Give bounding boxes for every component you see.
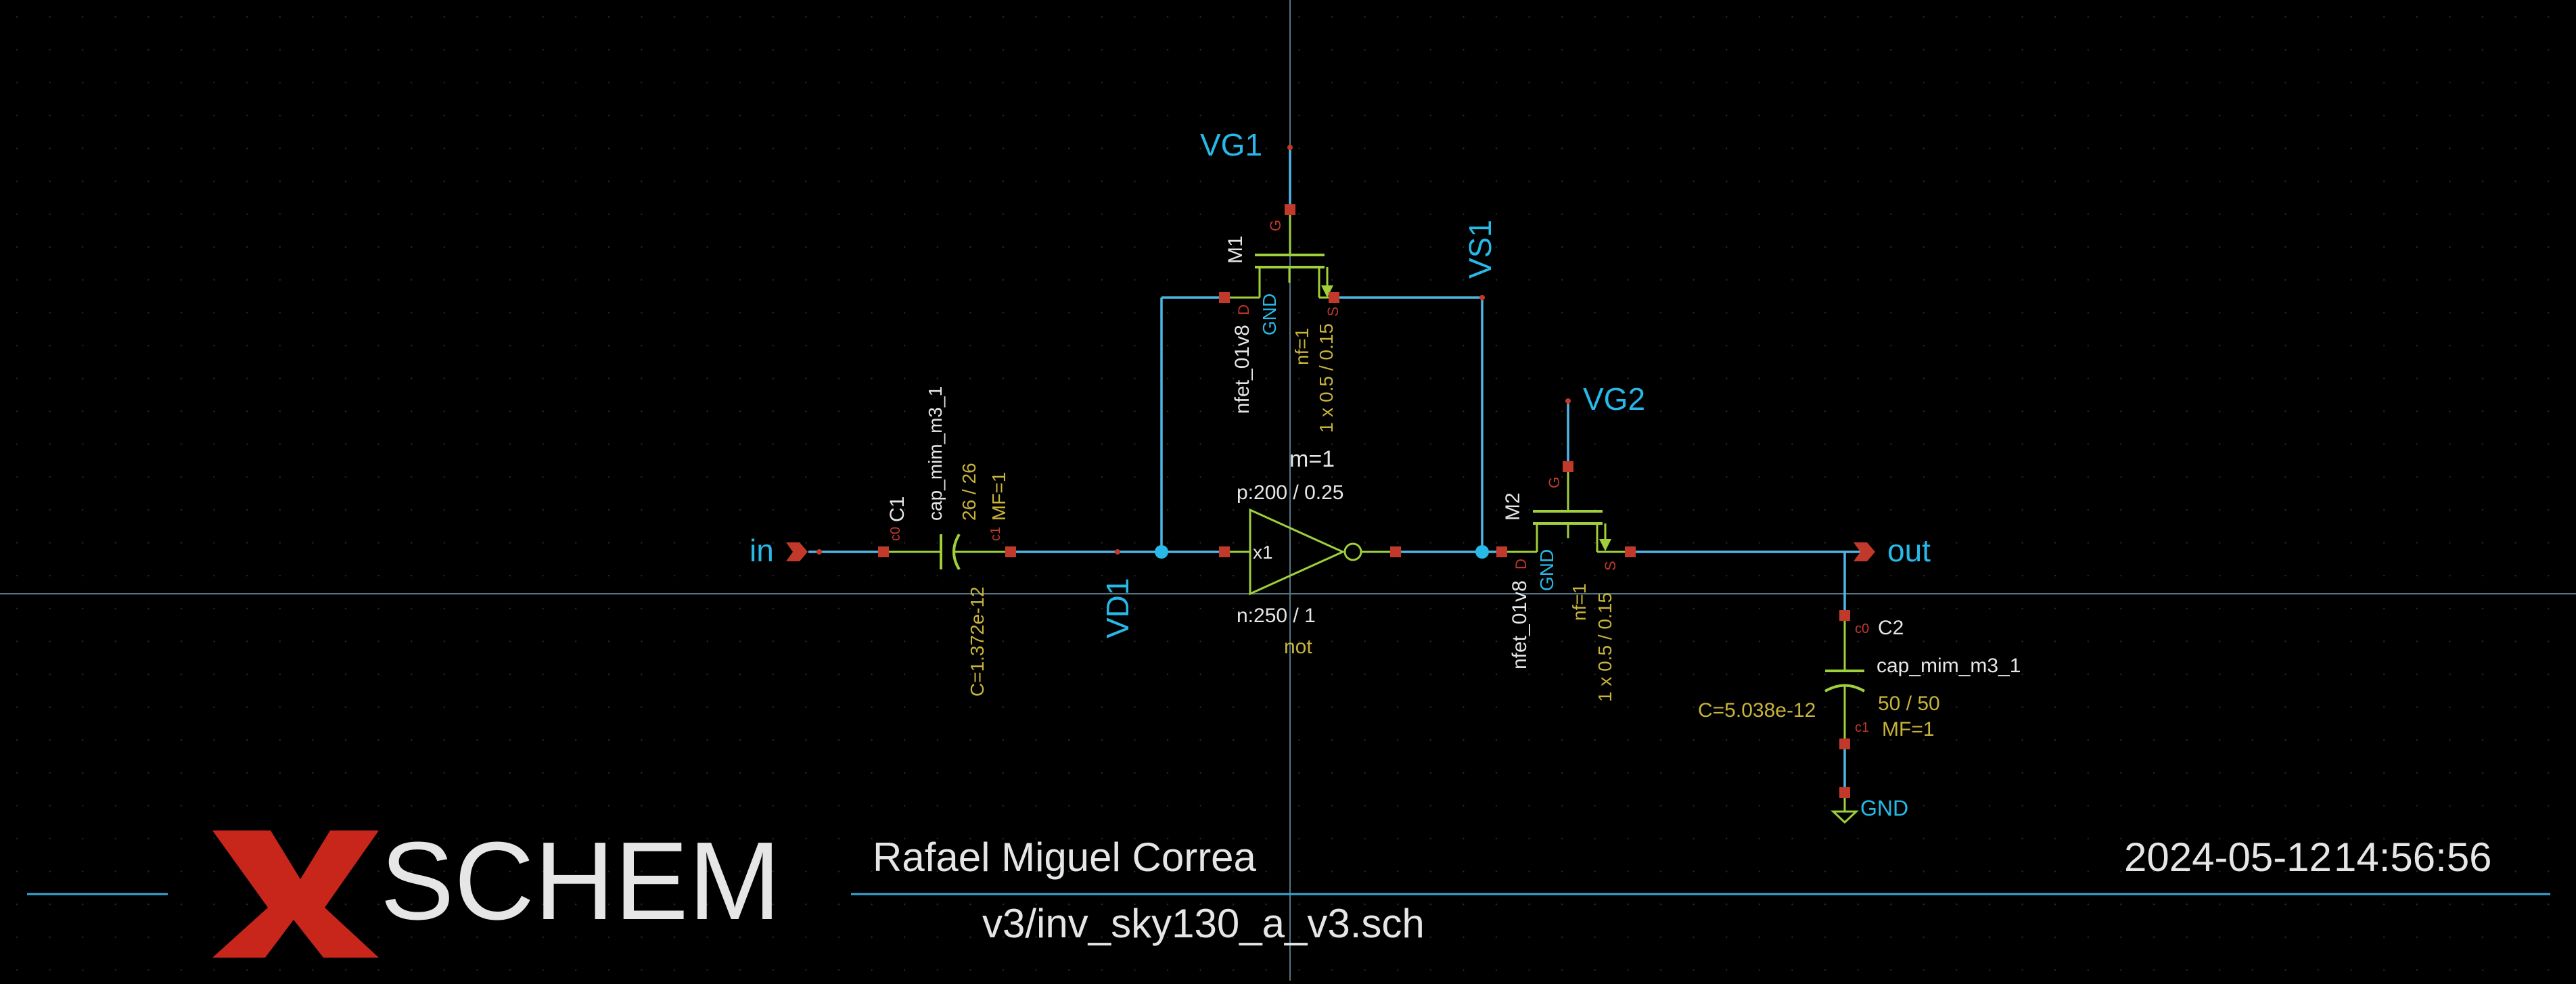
m1-pin-g — [1285, 204, 1295, 215]
m1-pin-s — [1329, 292, 1339, 303]
logo-wordmark: SCHEM — [380, 819, 781, 943]
m2-pin-s — [1625, 546, 1636, 557]
m1-instance-name: M1 — [1224, 235, 1247, 264]
wires — [808, 147, 1860, 798]
c2-pin-c0 — [1839, 610, 1850, 621]
x1-pmos-size: p:200 / 0.25 — [1237, 482, 1343, 504]
c1-mf: MF=1 — [988, 472, 1009, 521]
x1-multiplier: m=1 — [1289, 446, 1335, 472]
inverter-x1[interactable]: x1 m=1 p:200 / 0.25 n:250 / 1 not — [1219, 446, 1401, 658]
x1-pin-out — [1390, 546, 1401, 557]
output-pin-label: out — [1887, 533, 1931, 568]
m2-body: GND — [1536, 549, 1557, 591]
output-pin-out[interactable]: out — [1854, 533, 1931, 568]
title-filename: v3/inv_sky130_a_v3.sch — [982, 901, 1425, 946]
c1-pin-c1 — [1005, 546, 1016, 557]
m1-pin-s-label: S — [1325, 306, 1341, 317]
c1-dims: 26 / 26 — [959, 463, 980, 521]
c2-pin-c1-label: c1 — [1855, 720, 1869, 735]
c2-model: cap_mim_m3_1 — [1877, 655, 2021, 677]
x1-type: not — [1284, 636, 1312, 658]
m1-pin-d-label: D — [1235, 304, 1252, 315]
title-date: 2024-05-12 — [2124, 835, 2332, 880]
junction-vs1 — [1475, 545, 1489, 559]
net-label-vd1[interactable]: VD1 — [1100, 578, 1135, 638]
c2-dims: 50 / 50 — [1878, 693, 1940, 715]
net-label-vg2[interactable]: VG2 — [1583, 381, 1645, 417]
capacitor-c1[interactable]: c0 c1 C1 cap_mim_m3_1 26 / 26 MF=1 C=1.3… — [878, 386, 1016, 697]
m2-pin-d-label: D — [1513, 559, 1530, 569]
junction-vd1 — [1155, 545, 1168, 559]
c1-pin-c0-label: c0 — [888, 527, 903, 541]
c1-instance-name: C1 — [886, 496, 908, 522]
m1-pin-g-label: G — [1267, 220, 1284, 231]
m2-instance-name: M2 — [1502, 492, 1524, 521]
title-time: 14:56:56 — [2334, 835, 2492, 880]
c2-pin-c0-label: c0 — [1855, 622, 1869, 636]
c2-instance-name: C2 — [1878, 617, 1904, 639]
input-pin-label: in — [750, 533, 774, 568]
m1-size: 1 x 0.5 / 0.15 — [1316, 323, 1337, 433]
x1-pin-in — [1219, 546, 1230, 557]
x1-nmos-size: n:250 / 1 — [1237, 605, 1316, 627]
c2-pin-c1 — [1839, 739, 1850, 749]
c2-mf: MF=1 — [1882, 718, 1935, 741]
gnd-pin — [1839, 787, 1850, 798]
gnd-label: GND — [1860, 796, 1908, 820]
net-endpoint-vg2 — [1565, 398, 1571, 404]
c2-value: C=5.038e-12 — [1698, 699, 1816, 722]
net-endpoint-vg1 — [1287, 145, 1293, 150]
m1-nf: nf=1 — [1291, 328, 1312, 365]
net-label-vs1[interactable]: VS1 — [1463, 220, 1498, 279]
m1-body: GND — [1259, 294, 1280, 335]
m2-pin-d — [1496, 546, 1507, 557]
m2-nf: nf=1 — [1569, 584, 1590, 621]
m2-pin-g — [1563, 461, 1573, 472]
m1-model: nfet_01v8 — [1231, 325, 1254, 414]
m1-source-arrow — [1321, 285, 1333, 298]
net-label-vg1[interactable]: VG1 — [1200, 127, 1262, 162]
gnd-symbol[interactable]: GND — [1831, 787, 1908, 824]
m2-source-arrow — [1599, 539, 1611, 551]
net-endpoint-in — [816, 549, 822, 555]
c1-value: C=1.372e-12 — [967, 586, 988, 697]
title-block: SCHEM Rafael Miguel Correa v3/inv_sky130… — [27, 819, 2550, 958]
c1-pin-c0 — [878, 546, 889, 557]
net-endpoint-vd1 — [1115, 549, 1120, 555]
m2-pin-s-label: S — [1602, 561, 1619, 571]
m1-pin-d — [1219, 292, 1230, 303]
m2-size: 1 x 0.5 / 0.15 — [1594, 592, 1615, 702]
x1-instance-name: x1 — [1253, 542, 1273, 563]
capacitor-c2[interactable]: c0 c1 C2 cap_mim_m3_1 50 / 50 MF=1 C=5.0… — [1698, 610, 2021, 749]
m2-pin-g-label: G — [1546, 477, 1563, 488]
transistor-m2[interactable]: G D S M2 nfet_01v8 GND nf=1 1 x 0.5 / 0.… — [1496, 461, 1636, 702]
title-author: Rafael Miguel Correa — [873, 835, 1257, 880]
m2-model: nfet_01v8 — [1509, 580, 1531, 670]
logo-x-mark — [212, 830, 379, 958]
net-endpoint-vs1 — [1479, 295, 1485, 300]
c1-pin-c1-label: c1 — [988, 527, 1003, 541]
input-pin-in[interactable]: in — [750, 533, 808, 568]
xschem-logo: SCHEM — [212, 819, 781, 958]
transistor-m1[interactable]: G D S M1 nfet_01v8 GND nf=1 1 x 0.5 / 0.… — [1219, 204, 1341, 433]
c1-model: cap_mim_m3_1 — [925, 386, 946, 521]
